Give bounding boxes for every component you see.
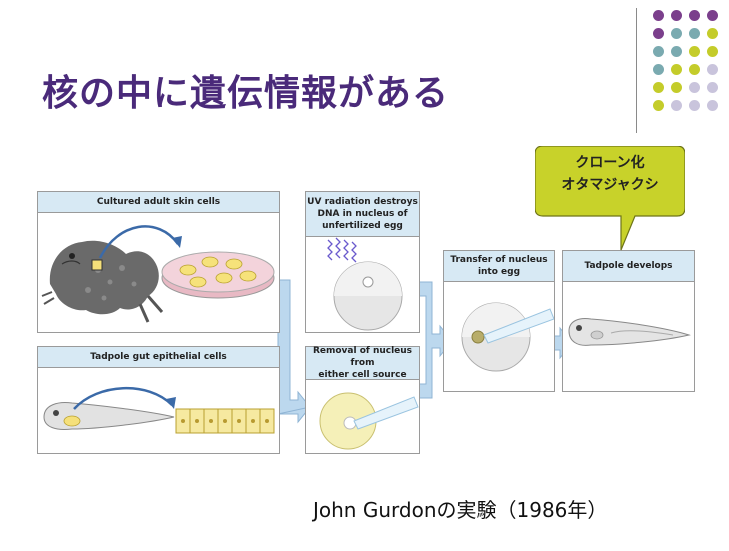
decor-dot bbox=[707, 10, 718, 21]
panel-header: Removal of nucleus from either cell sour… bbox=[306, 346, 419, 380]
decor-dot bbox=[671, 82, 682, 93]
tadpole-icon bbox=[568, 318, 691, 346]
panel-transfer-line2: into egg bbox=[477, 267, 521, 277]
panel-transfer-nucleus: Transfer of nucleus into egg bbox=[443, 250, 555, 392]
panel-removal-line1: Removal of nucleus from bbox=[312, 346, 413, 368]
figure-caption: John Gurdonの実験（1986年） bbox=[313, 498, 608, 522]
uv-egg-illustration bbox=[327, 237, 403, 331]
panel-uv-line2: DNA in nucleus of bbox=[317, 209, 408, 219]
panel-develops-label: Tadpole develops bbox=[584, 261, 673, 271]
arrow-head-icon bbox=[172, 236, 182, 248]
panel-tadpole-gut-cells: Tadpole gut epithelial cells bbox=[37, 346, 280, 454]
panel-cultured-label: Cultured adult skin cells bbox=[96, 197, 221, 207]
tadpole-develops-illustration bbox=[568, 318, 691, 346]
decor-dot bbox=[653, 10, 664, 21]
decor-dot bbox=[707, 46, 718, 57]
panel-header: Cultured adult skin cells bbox=[38, 192, 279, 213]
decor-dot bbox=[689, 10, 700, 21]
pipette-icon bbox=[483, 308, 554, 344]
callout-line2: オタマジャクシ bbox=[561, 177, 659, 193]
decor-dot bbox=[707, 100, 718, 111]
decor-dot bbox=[671, 10, 682, 21]
panel-header: UV radiation destroys DNA in nucleus of … bbox=[306, 192, 419, 237]
uv-rays-icon bbox=[327, 237, 357, 263]
callout-line1: クローン化 bbox=[575, 155, 645, 171]
decor-dot bbox=[653, 46, 664, 57]
panel-removal-nucleus: Removal of nucleus from either cell sour… bbox=[305, 346, 420, 454]
arrow-head-icon bbox=[166, 397, 176, 409]
decor-dot bbox=[671, 28, 682, 39]
decor-dot bbox=[707, 82, 718, 93]
decor-dot bbox=[689, 28, 700, 39]
panel-tadpole-develops: Tadpole develops bbox=[562, 250, 695, 392]
slide-title: 核の中に遺伝情報がある bbox=[42, 73, 450, 114]
panel-cultured-skin-cells: Cultured adult skin cells bbox=[37, 191, 280, 333]
tadpole-gut-illustration bbox=[43, 386, 275, 434]
panel-header: Tadpole gut epithelial cells bbox=[38, 347, 279, 368]
decor-dot bbox=[671, 100, 682, 111]
flow-arrow-merge bbox=[417, 281, 453, 399]
panel-tadpole-gut-label: Tadpole gut epithelial cells bbox=[90, 352, 227, 362]
frog-illustration bbox=[41, 225, 275, 323]
panel-removal-line2: either cell source bbox=[318, 370, 407, 380]
flow-arrow-lower bbox=[277, 406, 312, 424]
decor-dot bbox=[707, 28, 718, 39]
sample-square-icon bbox=[91, 259, 103, 271]
panel-uv-line3: unfertilized egg bbox=[322, 221, 403, 231]
tadpole-icon bbox=[43, 402, 175, 430]
decor-dot bbox=[653, 100, 664, 111]
decor-dot bbox=[689, 64, 700, 75]
frog-icon bbox=[49, 240, 159, 315]
callout-bubble: クローン化 オタマジャクシ bbox=[535, 146, 685, 256]
pipette-icon bbox=[353, 396, 419, 430]
removal-illustration bbox=[319, 392, 419, 450]
nucleus-icon bbox=[471, 330, 485, 344]
panel-uv-line1: UV radiation destroys bbox=[307, 197, 418, 207]
decor-dot bbox=[689, 100, 700, 111]
panel-uv-radiation: UV radiation destroys DNA in nucleus of … bbox=[305, 191, 420, 333]
decor-dot bbox=[653, 82, 664, 93]
panel-header: Transfer of nucleus into egg bbox=[444, 251, 554, 282]
decor-dot bbox=[671, 64, 682, 75]
panel-transfer-line1: Transfer of nucleus bbox=[450, 255, 548, 265]
divider-line bbox=[636, 8, 637, 133]
panel-header: Tadpole develops bbox=[563, 251, 694, 282]
decor-dot bbox=[653, 64, 664, 75]
decor-dot bbox=[653, 28, 664, 39]
decor-dot bbox=[689, 82, 700, 93]
decor-dot bbox=[689, 46, 700, 57]
decor-dot bbox=[707, 64, 718, 75]
transfer-illustration bbox=[461, 302, 554, 372]
decor-dot bbox=[671, 46, 682, 57]
